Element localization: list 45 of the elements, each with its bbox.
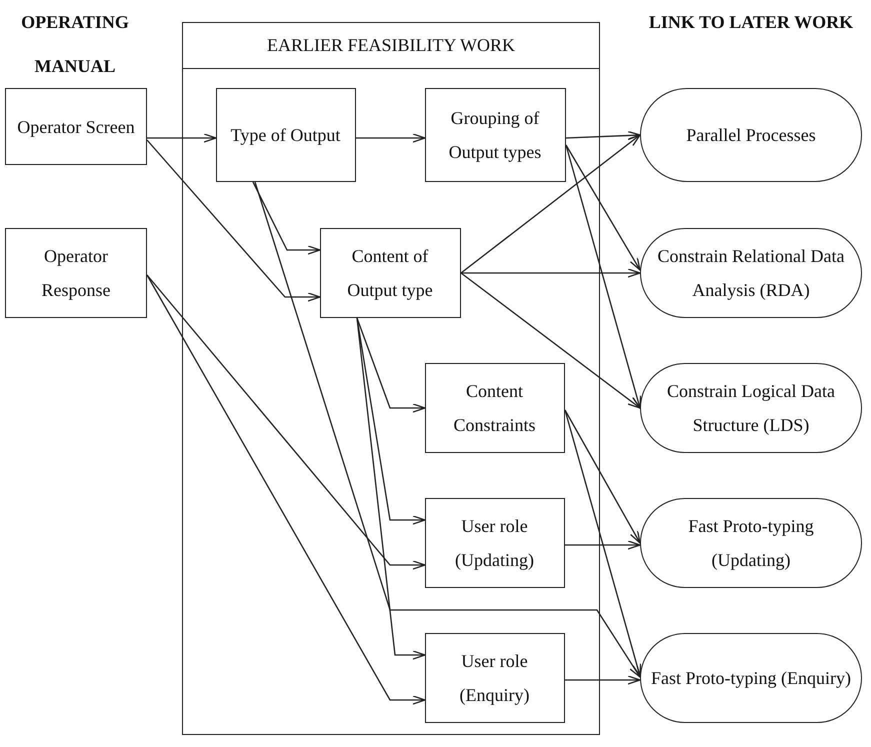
arrow xyxy=(566,130,641,140)
process-box xyxy=(424,498,564,588)
box-label: Constrain Relational Data Analysis (RDA) xyxy=(656,245,846,302)
column-heading: OPERATING MANUAL xyxy=(20,11,130,78)
arrow xyxy=(146,274,426,705)
arrow xyxy=(565,675,641,685)
process-box xyxy=(424,632,564,722)
arrow xyxy=(252,182,321,255)
box-label: Constrain Logical Data Structure (LDS) xyxy=(666,380,836,437)
arrow xyxy=(356,318,426,660)
box-label: Parallel Processes xyxy=(685,124,817,147)
arrow xyxy=(565,144,642,409)
box-label: Fast Proto-typing (Updating) xyxy=(687,515,815,572)
group-panel xyxy=(182,22,600,735)
process-box xyxy=(216,88,356,182)
column-heading: LINK TO LATER WORK xyxy=(648,11,854,34)
arrow xyxy=(564,410,642,677)
process-box xyxy=(5,88,147,165)
box-label: User role (Enquiry) xyxy=(458,650,530,707)
box-label: Type of Output xyxy=(230,124,342,147)
process-box xyxy=(5,228,147,318)
panel-heading: EARLIER FEASIBILITY WORK xyxy=(183,23,599,69)
arrow xyxy=(356,318,426,525)
box-label: User role (Updating) xyxy=(454,514,535,572)
process-box xyxy=(424,88,566,182)
box-label: Content Constraints xyxy=(452,380,536,436)
arrow xyxy=(564,410,641,544)
arrow xyxy=(460,272,641,409)
arrow xyxy=(254,182,641,678)
arrow xyxy=(356,318,426,413)
arrow xyxy=(146,140,321,302)
arrow xyxy=(460,134,641,274)
process-box xyxy=(320,228,460,318)
arrow xyxy=(461,268,641,278)
arrow xyxy=(146,274,426,570)
box-label: Operator Response xyxy=(40,245,112,302)
box-label: Fast Proto-typing (Enquiry) xyxy=(650,667,852,690)
arrow xyxy=(565,144,641,271)
box-label: Grouping of Output types xyxy=(448,106,542,164)
arrow xyxy=(147,133,217,143)
process-box xyxy=(424,362,564,452)
box-label: Operator Screen xyxy=(16,116,136,139)
arrow xyxy=(356,133,426,143)
arrow xyxy=(565,540,641,550)
box-label: Content of Output type xyxy=(346,244,434,302)
